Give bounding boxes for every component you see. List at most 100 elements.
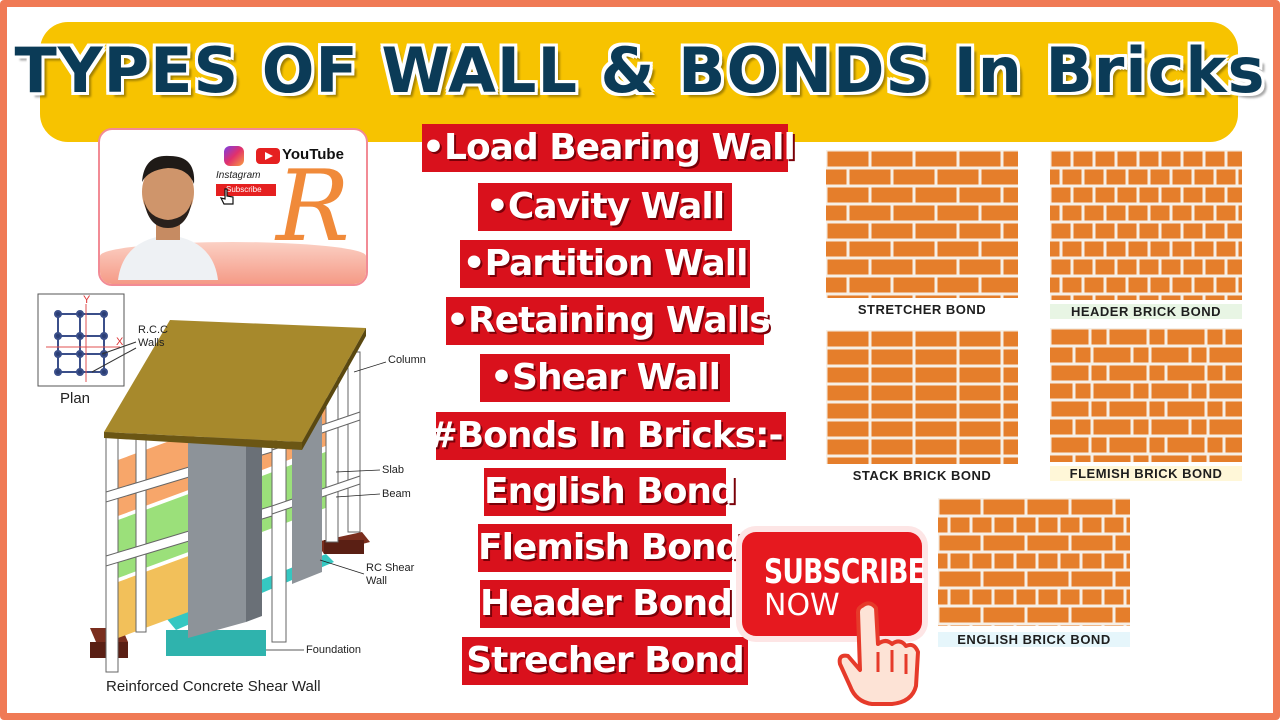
brick (1016, 589, 1036, 605)
brick (937, 205, 979, 221)
brick (994, 589, 1014, 605)
brick (1191, 347, 1207, 363)
brick (1060, 517, 1080, 533)
brick (1038, 589, 1058, 605)
now-text: NOW (764, 588, 840, 623)
brick (1117, 295, 1137, 300)
brick (915, 367, 957, 383)
brick-pattern-stack (826, 330, 1018, 464)
brick (1093, 347, 1131, 363)
brick (915, 439, 957, 455)
brick (1109, 437, 1147, 453)
brick-pattern-english (938, 498, 1130, 626)
brick (849, 169, 891, 185)
bond-label: Strecher Bond (462, 637, 748, 685)
brick (1062, 169, 1082, 185)
brick (1050, 419, 1073, 435)
brick (1051, 259, 1071, 275)
brick-caption: STRETCHER BOND (857, 302, 987, 317)
mini-subscribe-button[interactable]: Subscribe (216, 184, 276, 196)
brick (1003, 457, 1018, 464)
brick (1084, 169, 1104, 185)
brick (1071, 571, 1113, 587)
brick (827, 349, 869, 365)
brick (1172, 241, 1192, 257)
brick (1209, 347, 1242, 363)
brick (1209, 383, 1242, 399)
brick (1051, 401, 1089, 417)
brick (915, 187, 957, 203)
brick (827, 439, 869, 455)
brick (1115, 499, 1130, 515)
building-illustration (37, 293, 387, 673)
wall-type-label: •Cavity Wall (478, 183, 732, 231)
channel-logo: R (276, 150, 350, 264)
rcc-walls-label: R.C.C Walls (138, 324, 168, 350)
brick-pattern-stretcher (826, 150, 1018, 298)
brick (1205, 223, 1225, 239)
brick (1104, 517, 1124, 533)
brick (826, 241, 847, 257)
brick (1191, 419, 1207, 435)
brick (1003, 385, 1018, 401)
brick (1084, 277, 1104, 293)
brick (939, 499, 981, 515)
brick (827, 403, 869, 419)
brick-caption: HEADER BRICK BOND (1050, 304, 1242, 319)
brick (893, 169, 935, 185)
brick (950, 625, 970, 626)
brick (994, 625, 1014, 626)
brick (1027, 607, 1069, 623)
brick (994, 517, 1014, 533)
youtube-icon (256, 148, 280, 164)
brick (1161, 187, 1181, 203)
brick (871, 331, 913, 347)
brick (1133, 347, 1149, 363)
brick (950, 589, 970, 605)
brick (1050, 277, 1060, 293)
brick (1133, 419, 1149, 435)
brick (1071, 535, 1113, 551)
brick (1205, 295, 1225, 300)
brick (1205, 259, 1225, 275)
subscribe-now-button[interactable]: SUBSCRIBE NOW (742, 532, 926, 636)
brick-panel-stretcher: STRETCHER BOND (826, 150, 1018, 322)
brick (893, 277, 935, 293)
brick-caption: STACK BRICK BOND (852, 468, 992, 483)
brick (1194, 241, 1214, 257)
column-label: Column (388, 354, 426, 366)
brick (1238, 241, 1242, 257)
brick (1060, 553, 1080, 569)
brick (1227, 259, 1242, 275)
brick (1038, 625, 1058, 626)
brick (983, 607, 1025, 623)
brick (1071, 499, 1113, 515)
bond-label: English Bond (484, 468, 737, 516)
brick (1115, 571, 1130, 587)
brick (1161, 151, 1181, 167)
brick (959, 421, 1001, 437)
brick (1027, 571, 1069, 587)
brick (959, 457, 1001, 464)
brick (939, 535, 981, 551)
brick (1172, 169, 1192, 185)
brick (972, 553, 992, 569)
brick (827, 457, 869, 464)
brick (1133, 383, 1149, 399)
brick (1082, 589, 1102, 605)
brick (937, 277, 979, 293)
diagram-caption: Reinforced Concrete Shear Wall (106, 678, 321, 695)
brick (1027, 535, 1069, 551)
brick (1238, 277, 1242, 293)
brick (871, 295, 913, 298)
brick (1084, 205, 1104, 221)
brick (1104, 553, 1124, 569)
brick (1075, 383, 1091, 399)
wall-type-label: •Retaining Walls (446, 297, 771, 345)
brick (1139, 187, 1159, 203)
brick (938, 589, 948, 605)
brick (1150, 277, 1170, 293)
brick (1151, 347, 1189, 363)
brick-caption: ENGLISH BRICK BOND (938, 632, 1130, 647)
instagram-icon (224, 146, 244, 166)
